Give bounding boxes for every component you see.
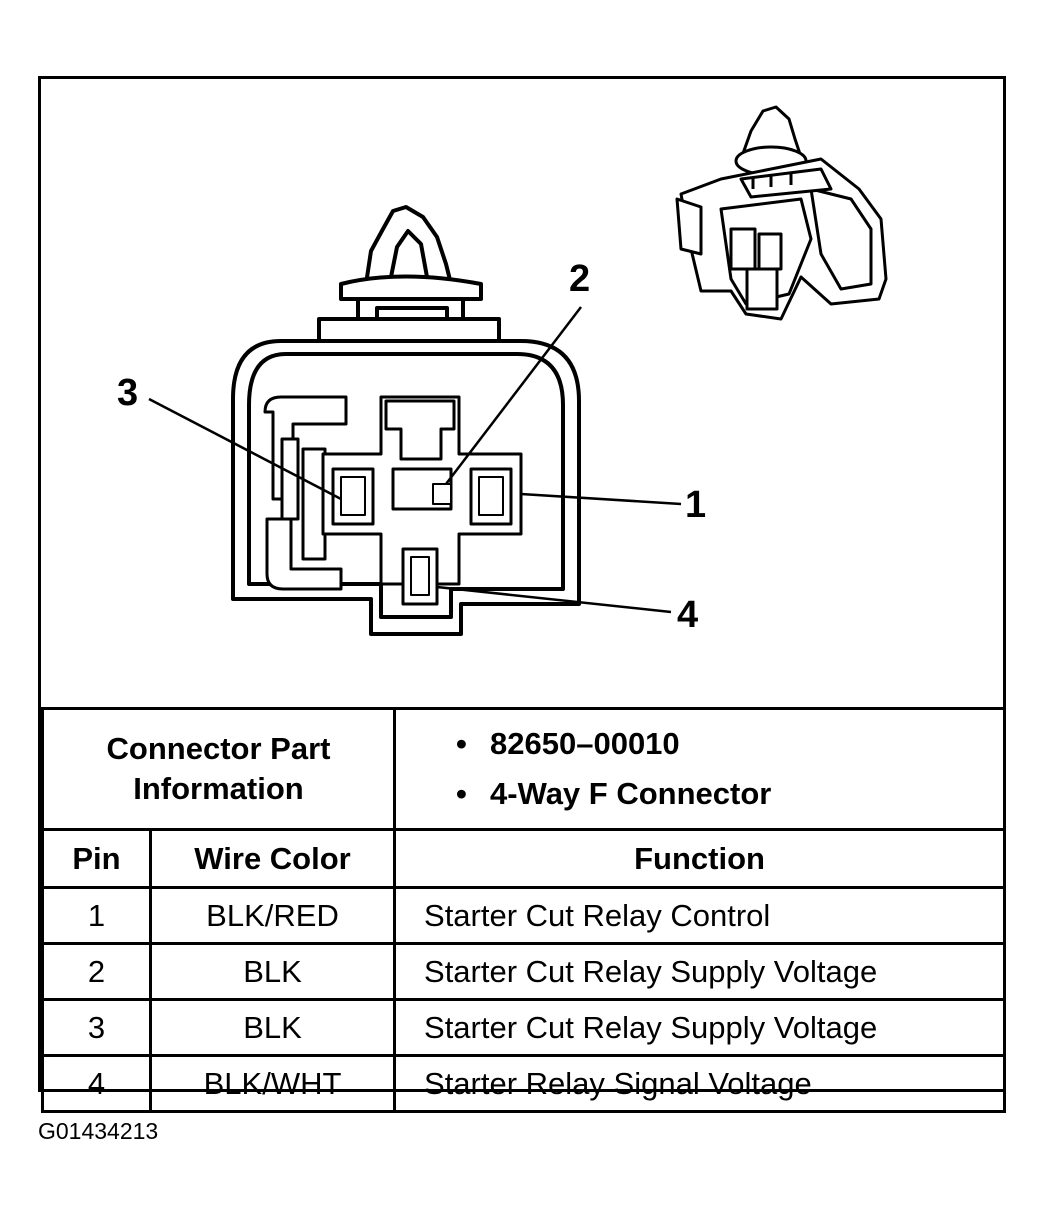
callout-pin-1: 1 <box>685 484 706 526</box>
column-header-function: Function <box>393 828 1007 889</box>
function-cell: Starter Cut Relay Control <box>393 886 1007 945</box>
pin-cell: 3 <box>41 998 152 1057</box>
table-row: 3 BLK Starter Cut Relay Supply Voltage <box>41 998 1007 1057</box>
wire-color-cell: BLK <box>148 942 397 1001</box>
function-cell: Starter Cut Relay Supply Voltage <box>393 998 1007 1057</box>
part-info-row: Connector Part Information •82650–00010 … <box>40 707 1007 831</box>
wire-color-cell: BLK/WHT <box>148 1054 397 1113</box>
column-header-wire-color: Wire Color <box>148 828 397 889</box>
part-info-values: •82650–00010 •4-Way F Connector <box>393 707 1007 831</box>
part-number: •82650–00010 <box>456 726 680 761</box>
callout-pin-3: 3 <box>117 372 138 414</box>
connector-info-table: Connector Part Information •82650–00010 … <box>40 707 1007 1113</box>
connector-type: •4-Way F Connector <box>456 776 772 811</box>
pin-cell: 2 <box>41 942 152 1001</box>
wire-color-cell: BLK <box>148 998 397 1057</box>
column-header-pin: Pin <box>41 828 152 889</box>
callout-leaders <box>148 306 682 614</box>
figure-id: G01434213 <box>38 1118 159 1144</box>
connector-face <box>231 205 581 636</box>
function-cell: Starter Cut Relay Supply Voltage <box>393 942 1007 1001</box>
function-cell: Starter Relay Signal Voltage <box>393 1054 1007 1113</box>
wire-color-cell: BLK/RED <box>148 886 397 945</box>
callout-pin-4: 4 <box>677 594 698 636</box>
part-info-label-text: Connector Part Information <box>106 731 331 806</box>
table-row: 1 BLK/RED Starter Cut Relay Control <box>41 886 1007 945</box>
pin-cell: 4 <box>41 1054 152 1113</box>
table-header-row: Pin Wire Color Function <box>41 828 1007 889</box>
table-row: 2 BLK Starter Cut Relay Supply Voltage <box>41 942 1007 1001</box>
table-row: 4 BLK/WHT Starter Relay Signal Voltage <box>41 1054 1007 1113</box>
diagram-frame: 3 2 1 4 Connector Part Information •8265… <box>38 76 1007 1113</box>
connector-perspective-view <box>675 105 888 321</box>
connector-diagram: 3 2 1 4 <box>117 105 888 636</box>
part-info-label: Connector Part Information <box>40 707 397 831</box>
callout-pin-2: 2 <box>569 258 590 300</box>
pin-cell: 1 <box>41 886 152 945</box>
